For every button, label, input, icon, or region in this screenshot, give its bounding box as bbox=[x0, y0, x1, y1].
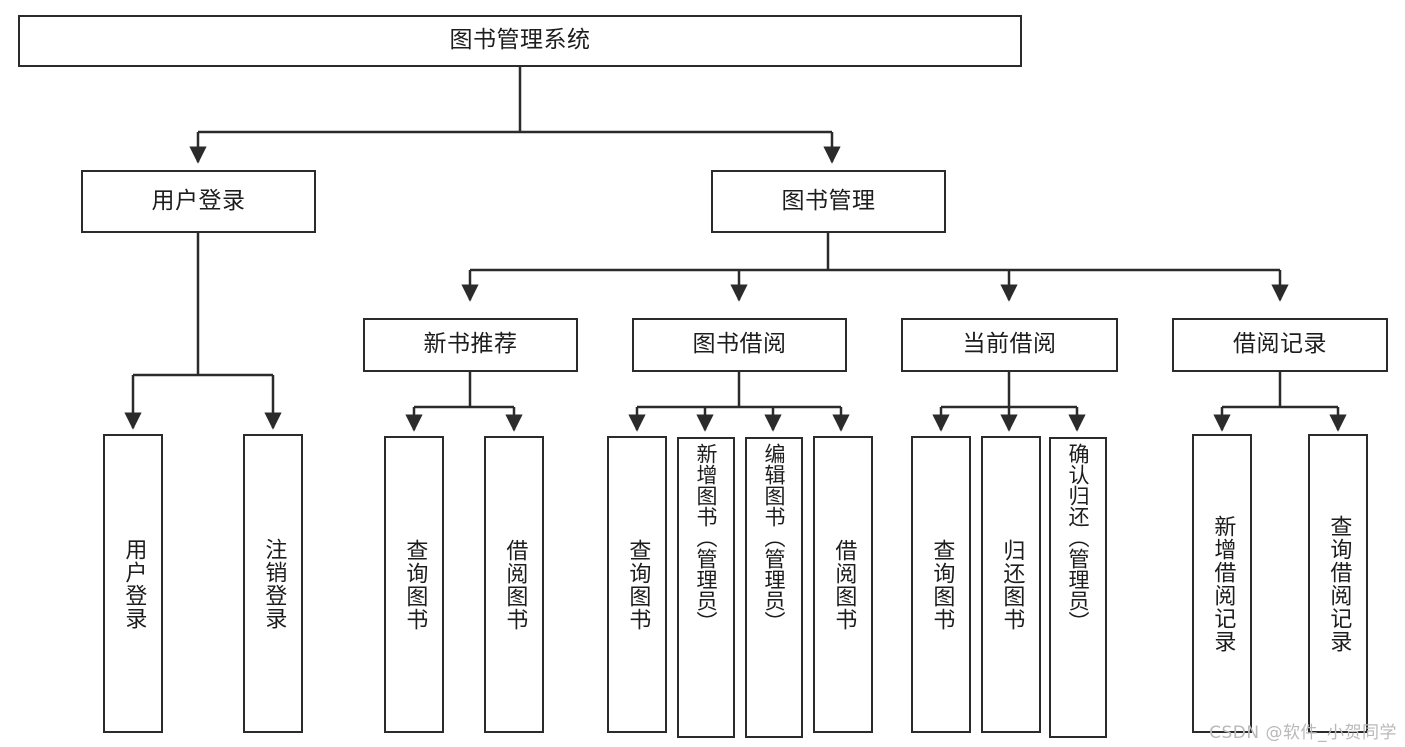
node-borrow-record[interactable]: 借阅记录 bbox=[1172, 318, 1388, 372]
leaf-label: 确认归还（管理员） bbox=[1066, 443, 1091, 632]
node-current-borrow[interactable]: 当前借阅 bbox=[901, 318, 1118, 372]
node-label: 图书借阅 bbox=[692, 331, 787, 358]
node-book-borrow[interactable]: 图书借阅 bbox=[632, 318, 847, 372]
leaf-label: 新增借阅记录 bbox=[1210, 514, 1236, 653]
leaf-book-borrow-add-admin[interactable]: 新增图书（管理员） bbox=[677, 437, 735, 738]
leaf-borrow-record-add[interactable]: 新增借阅记录 bbox=[1192, 434, 1252, 733]
leaf-borrow-record-query[interactable]: 查询借阅记录 bbox=[1308, 434, 1368, 733]
node-label: 用户登录 bbox=[151, 187, 246, 214]
node-label: 新书推荐 bbox=[423, 331, 518, 358]
node-book-management[interactable]: 图书管理 bbox=[711, 170, 946, 233]
node-new-book-recommend[interactable]: 新书推荐 bbox=[363, 318, 578, 372]
node-label: 当前借阅 bbox=[962, 331, 1057, 358]
leaf-current-borrow-query[interactable]: 查询图书 bbox=[911, 436, 971, 733]
leaf-label: 编辑图书（管理员） bbox=[762, 443, 787, 632]
leaf-label: 查询图书 bbox=[929, 538, 955, 631]
leaf-user-login-logout[interactable]: 注销登录 bbox=[243, 434, 303, 733]
node-label: 图书管理 bbox=[781, 187, 876, 214]
leaf-label: 查询图书 bbox=[402, 538, 428, 631]
node-label: 图书管理系统 bbox=[449, 27, 591, 54]
leaf-label: 借阅图书 bbox=[831, 538, 857, 631]
leaf-user-login-login[interactable]: 用户登录 bbox=[103, 434, 163, 733]
leaf-current-borrow-return[interactable]: 归还图书 bbox=[981, 436, 1041, 733]
node-label: 借阅记录 bbox=[1233, 331, 1327, 358]
leaf-book-borrow-edit-admin[interactable]: 编辑图书（管理员） bbox=[745, 437, 803, 738]
leaf-label: 借阅图书 bbox=[502, 538, 528, 631]
leaf-label: 新增图书（管理员） bbox=[694, 443, 719, 632]
leaf-label: 查询图书 bbox=[625, 538, 651, 631]
node-root-system[interactable]: 图书管理系统 bbox=[18, 15, 1022, 67]
leaf-label: 归还图书 bbox=[999, 538, 1025, 631]
leaf-new-book-borrow[interactable]: 借阅图书 bbox=[484, 436, 544, 733]
csdn-watermark: CSDN @软件_小贺同学 bbox=[1209, 723, 1397, 743]
node-user-login[interactable]: 用户登录 bbox=[81, 170, 316, 233]
leaf-label: 注销登录 bbox=[261, 537, 287, 630]
leaf-book-borrow-borrow[interactable]: 借阅图书 bbox=[813, 436, 873, 733]
leaf-current-borrow-confirm-admin[interactable]: 确认归还（管理员） bbox=[1049, 437, 1107, 738]
leaf-book-borrow-query[interactable]: 查询图书 bbox=[607, 436, 667, 733]
leaf-label: 用户登录 bbox=[121, 537, 147, 630]
leaf-new-book-query[interactable]: 查询图书 bbox=[384, 436, 444, 733]
leaf-label: 查询借阅记录 bbox=[1326, 514, 1352, 653]
